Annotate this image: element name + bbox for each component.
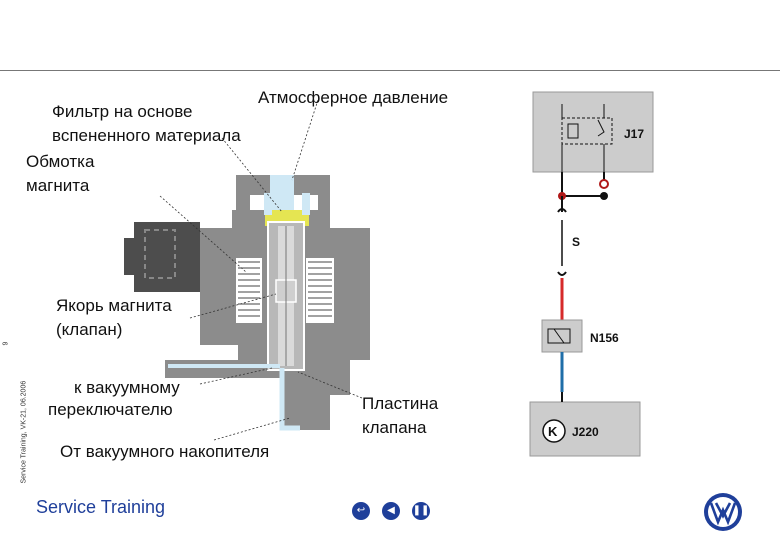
relay-j17-box [532, 91, 654, 173]
service-training-brand: Service Training [36, 497, 166, 517]
magnet-coil-right [306, 258, 334, 323]
label-to-switch-line2: переключателю [48, 400, 173, 419]
label-foam-filter-line2: вспененного материала [52, 126, 241, 145]
circuit-schematic: J17 S N156 K J220 [529, 91, 654, 457]
header-divider [0, 70, 780, 71]
electrical-connector [124, 222, 200, 292]
label-from-vacuum-tank: От вакуумного накопителя [60, 442, 270, 461]
label-armature-line2: (клапан) [56, 320, 123, 339]
vacuum-channel [279, 368, 300, 431]
side-caption: Service Training, VK-21, 06.2006 [20, 380, 28, 484]
page-number: 9 [2, 341, 10, 346]
ecu-j220-label: J220 [572, 425, 599, 439]
solenoid-n156-label: N156 [590, 331, 619, 345]
back-button[interactable]: ↩ [352, 502, 370, 520]
label-valve-plate-line2: клапана [362, 418, 427, 437]
fuse-s-label: S [572, 235, 580, 249]
magnet-coil-left [236, 258, 262, 323]
label-valve-plate-line1: Пластина [362, 394, 439, 413]
label-armature-line1: Якорь магнита [56, 296, 172, 315]
label-coil-line1: Обмотка [26, 152, 95, 171]
atmospheric-port [270, 175, 294, 215]
pause-button[interactable]: ❚❚ [412, 502, 430, 520]
solenoid-valve-diagram [124, 99, 370, 441]
previous-button[interactable]: ◀ [382, 502, 400, 520]
relay-j17-label: J17 [624, 127, 644, 141]
label-atmospheric-pressure: Атмосферное давление [258, 88, 449, 107]
label-coil-line2: магнита [26, 176, 90, 195]
label-foam-filter-line1: Фильтр на основе [52, 102, 193, 121]
vw-logo-icon [704, 493, 742, 531]
ecu-k-label: K [548, 424, 558, 439]
label-to-switch-line1: к вакуумному [74, 378, 180, 397]
